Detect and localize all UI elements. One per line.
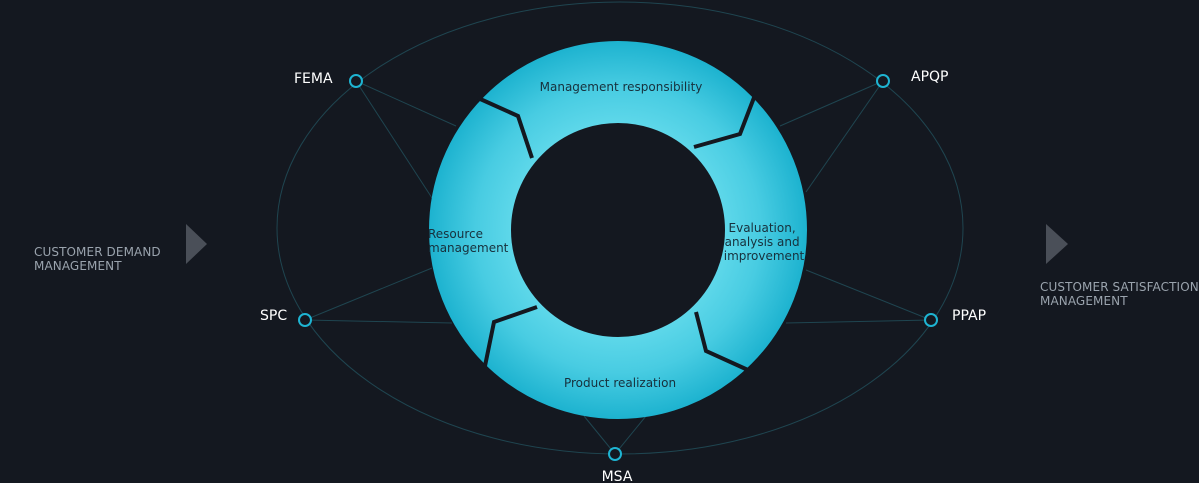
node-msa-label: MSA bbox=[602, 469, 633, 483]
segment-label-bottom: Product realization bbox=[564, 376, 676, 390]
node-fema: FEMA bbox=[294, 71, 363, 88]
process-ring bbox=[429, 41, 807, 419]
node-ppap-marker bbox=[924, 313, 938, 327]
node-fema-label: FEMA bbox=[294, 71, 333, 87]
customer-satisfaction-line-1: CUSTOMER SATISFACTION bbox=[1040, 280, 1199, 294]
node-spc: SPC bbox=[260, 308, 312, 327]
node-msa-marker bbox=[608, 447, 622, 461]
node-spc-label: SPC bbox=[260, 308, 287, 324]
node-ppap-label: PPAP bbox=[952, 308, 986, 324]
segment-label-left: Resource management bbox=[428, 227, 509, 255]
node-msa: MSA bbox=[602, 447, 633, 483]
node-apqp-marker bbox=[876, 74, 890, 88]
customer-demand-line-1: CUSTOMER DEMAND bbox=[34, 245, 161, 259]
segment-label-right: Evaluation, analysis and improvement bbox=[724, 221, 805, 263]
ring-separators bbox=[477, 94, 757, 372]
right-arrow-icon bbox=[1046, 224, 1068, 264]
left-arrow-icon bbox=[186, 224, 207, 264]
customer-satisfaction-label: CUSTOMER SATISFACTION MANAGEMENT bbox=[1040, 280, 1199, 308]
node-fema-marker bbox=[349, 74, 363, 88]
node-ppap: PPAP bbox=[924, 308, 986, 327]
customer-satisfaction-line-2: MANAGEMENT bbox=[1040, 294, 1128, 308]
customer-demand-line-2: MANAGEMENT bbox=[34, 259, 122, 273]
node-apqp: APQP bbox=[876, 69, 948, 88]
segment-label-top: Management responsibility bbox=[540, 80, 703, 94]
node-apqp-label: APQP bbox=[911, 69, 948, 85]
connector-lines bbox=[304, 80, 932, 455]
customer-demand-label: CUSTOMER DEMAND MANAGEMENT bbox=[34, 245, 161, 273]
node-spc-marker bbox=[298, 313, 312, 327]
